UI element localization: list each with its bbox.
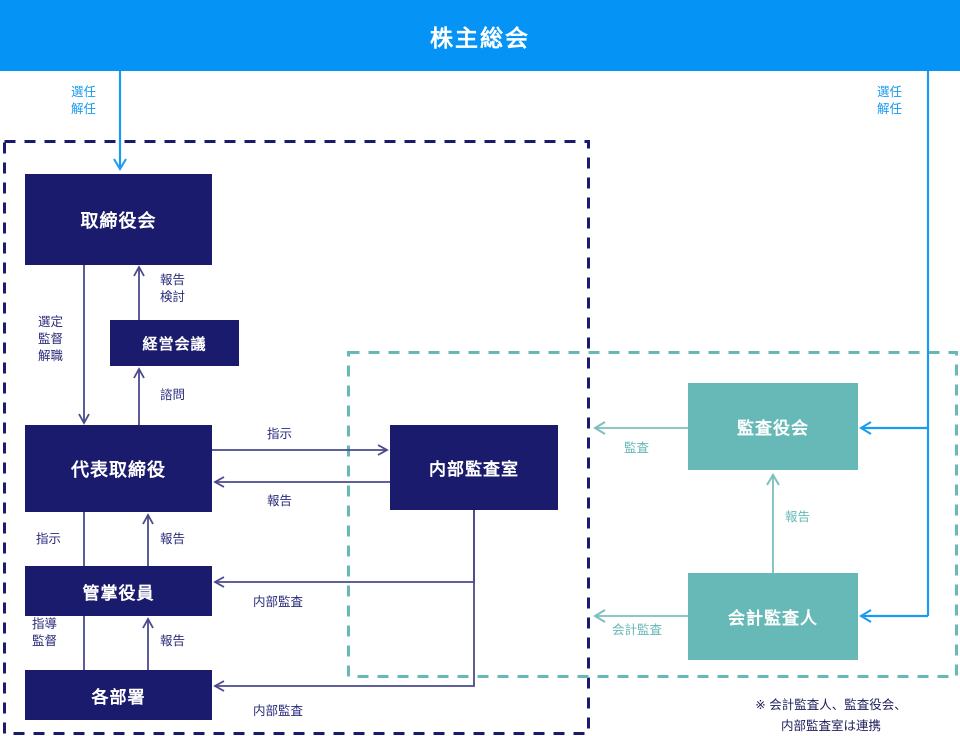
node-internal-audit-office[interactable]: 内部監査室: [390, 425, 558, 510]
label-instruction-audit-office: 指示: [267, 427, 293, 441]
node-label: 代表取締役: [71, 459, 166, 480]
node-board-of-directors[interactable]: 取締役会: [25, 174, 212, 265]
node-accounting-auditor[interactable]: 会計監査人: [688, 573, 858, 660]
node-label: 取締役会: [80, 210, 157, 231]
node-departments[interactable]: 各部署: [25, 670, 212, 720]
edge-internal-audit-officers: [213, 510, 475, 588]
node-executive-officers[interactable]: 管掌役員: [25, 566, 212, 616]
label-report-rep-director: 報告: [160, 532, 186, 546]
label-guidance-supervision: 指導 監督: [32, 617, 58, 648]
node-label: 会計監査人: [728, 609, 818, 628]
shareholders-meeting-banner: 株主総会: [0, 0, 960, 71]
label-accounting-audit: 会計監査: [612, 623, 663, 637]
label-select-supervise-dismiss: 選定 監督 解職: [38, 315, 64, 363]
node-label: 監査役会: [737, 419, 809, 438]
label-internal-audit-departments: 内部監査: [253, 704, 304, 718]
label-appoint-dismiss-right: 選任 解任: [877, 85, 903, 116]
label-audit: 監査: [624, 441, 650, 455]
node-label: 経営会議: [142, 335, 207, 353]
label-report-to-audit-board: 報告: [785, 510, 811, 524]
page-title: 株主総会: [430, 24, 530, 51]
node-audit-supervisory-board[interactable]: 監査役会: [688, 383, 858, 470]
label-report-review: 報告 検討: [160, 273, 186, 304]
label-appoint-dismiss-left: 選任 解任: [71, 85, 97, 116]
node-label: 内部監査室: [429, 460, 519, 479]
node-label: 各部署: [91, 687, 146, 707]
label-instruction-officers: 指示: [36, 532, 62, 546]
label-report-audit-office: 報告: [267, 494, 293, 508]
node-label: 管掌役員: [82, 583, 155, 603]
node-representative-director[interactable]: 代表取締役: [25, 425, 212, 512]
label-internal-audit-officers: 内部監査: [253, 595, 304, 609]
label-report-officers: 報告: [160, 634, 186, 648]
footnote-linkage: ※ 会計監査人、監査役会、 内部監査室は連携: [755, 698, 907, 733]
label-consultation: 諮問: [160, 388, 186, 402]
node-management-meeting[interactable]: 経営会議: [110, 320, 239, 366]
